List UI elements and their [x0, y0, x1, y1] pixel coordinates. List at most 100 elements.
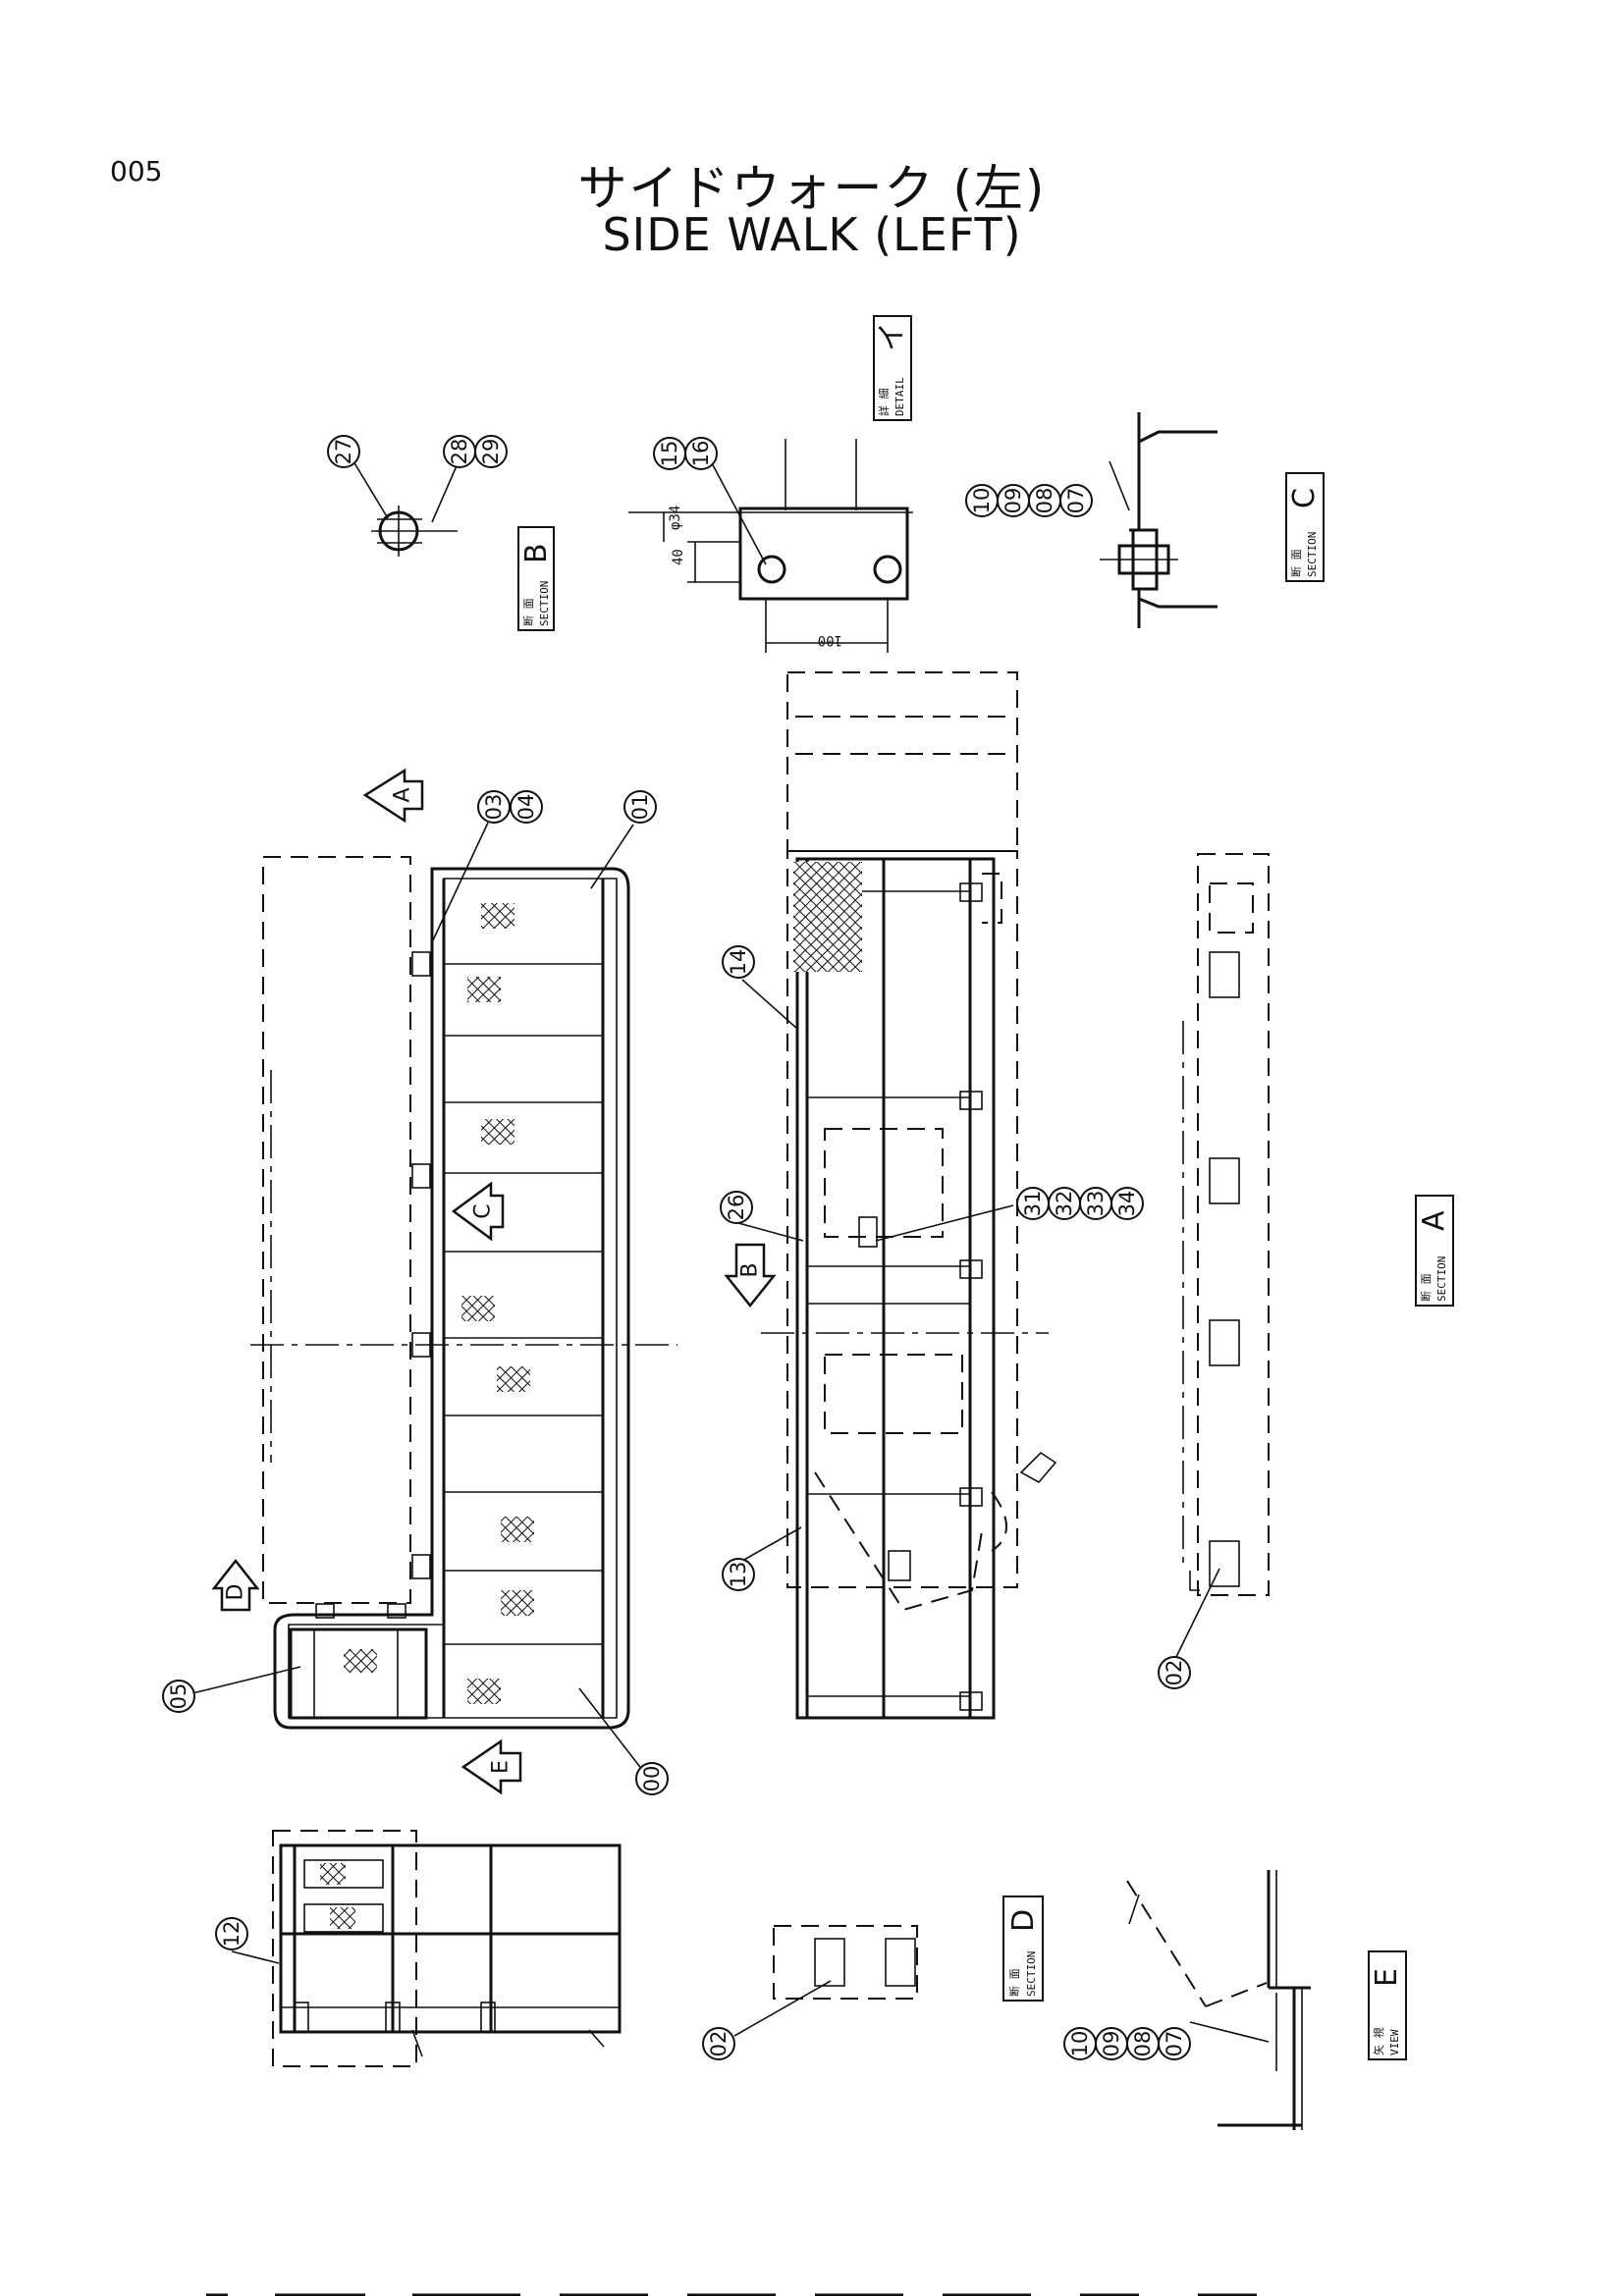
svg-text:33: 33 [1084, 1191, 1108, 1217]
svg-text:26: 26 [725, 1195, 748, 1221]
svg-text:B: B [738, 1262, 763, 1277]
page-number: 005 [110, 155, 163, 187]
svg-text:14: 14 [727, 949, 750, 976]
balloon-10-section-c: 10 [965, 484, 999, 517]
dimension-40: 40 [671, 549, 686, 565]
svg-text:A: A [391, 787, 415, 802]
balloon-31: 31 [1016, 1187, 1050, 1220]
balloon-33: 33 [1079, 1187, 1112, 1220]
section-b-view [352, 460, 460, 557]
dimension-100: 100 [818, 632, 842, 648]
section-a-strip-view [1182, 853, 1270, 1596]
view-arrow-a: A [362, 768, 424, 824]
svg-text:01: 01 [628, 794, 652, 821]
svg-text:31: 31 [1021, 1191, 1045, 1217]
svg-text:D: D [224, 1584, 248, 1601]
label-section-b: 断 面 SECTION B [517, 526, 555, 631]
section-d-view [773, 1925, 918, 2000]
balloon-34: 34 [1110, 1187, 1144, 1220]
svg-text:矢 視: 矢 視 [1372, 2027, 1385, 2056]
svg-text:SECTION: SECTION [538, 581, 551, 626]
label-section-d: 断 面 SECTION D [1002, 1896, 1044, 2002]
svg-text:断 面: 断 面 [521, 598, 535, 626]
label-section-a: 断 面 SECTION A [1415, 1195, 1454, 1307]
view-arrow-c: C [451, 1181, 505, 1242]
svg-text:13: 13 [727, 1562, 750, 1588]
balloon-02-section-a: 02 [1158, 1656, 1191, 1689]
balloon-09-view-e: 09 [1095, 2027, 1128, 2060]
svg-text:02: 02 [1163, 1660, 1186, 1686]
view-arrow-d: D [211, 1558, 260, 1612]
section-c-view [1100, 412, 1218, 628]
dimension-phi34: φ34 [668, 506, 683, 530]
balloon-07-section-c: 07 [1059, 484, 1093, 517]
svg-text:08: 08 [1131, 2031, 1155, 2057]
svg-text:C: C [471, 1203, 496, 1218]
balloon-08-section-c: 08 [1028, 484, 1061, 517]
svg-text:SECTION: SECTION [1435, 1256, 1448, 1302]
svg-text:E: E [489, 1760, 514, 1774]
balloon-14: 14 [722, 945, 755, 979]
svg-text:15: 15 [658, 441, 681, 467]
balloon-12: 12 [215, 1917, 248, 1950]
svg-text:E: E [1370, 1968, 1404, 1987]
view-arrow-e: E [460, 1738, 522, 1795]
balloon-leaders [191, 822, 1270, 2043]
svg-text:C: C [1287, 488, 1322, 508]
svg-text:断 面: 断 面 [1419, 1273, 1433, 1302]
label-detail-i: 詳 細 DETAIL イ [873, 315, 912, 421]
svg-text:34: 34 [1115, 1191, 1139, 1217]
bottom-left-detail-view [272, 1830, 622, 2067]
balloon-29: 29 [474, 435, 508, 468]
balloon-28: 28 [443, 435, 476, 468]
svg-text:05: 05 [167, 1683, 190, 1710]
label-view-e: 矢 視 VIEW E [1368, 1950, 1407, 2060]
plan-view [250, 856, 677, 1730]
svg-text:10: 10 [970, 488, 994, 514]
balloon-16: 16 [684, 437, 718, 470]
view-e-view [1126, 1870, 1311, 2130]
svg-text:32: 32 [1053, 1191, 1076, 1217]
balloon-00: 00 [635, 1762, 669, 1795]
balloon-02-section-d: 02 [702, 2027, 735, 2060]
svg-text:07: 07 [1064, 488, 1088, 514]
view-arrow-b: B [724, 1243, 777, 1308]
balloon-03: 03 [477, 790, 511, 824]
balloon-05: 05 [162, 1680, 195, 1713]
svg-text:03: 03 [482, 794, 506, 821]
balloon-01: 01 [623, 790, 657, 824]
svg-text:A: A [1417, 1210, 1451, 1231]
detail-i-view [628, 439, 913, 653]
svg-text:16: 16 [689, 441, 713, 467]
title-japanese: サイドウォーク (左) [577, 160, 1047, 217]
balloon-09-section-c: 09 [997, 484, 1030, 517]
svg-text:D: D [1006, 1909, 1041, 1932]
svg-text:28: 28 [448, 439, 471, 465]
svg-text:07: 07 [1163, 2031, 1186, 2057]
svg-text:断 面: 断 面 [1289, 549, 1303, 577]
svg-text:27: 27 [332, 439, 355, 465]
svg-text:イ: イ [875, 322, 909, 351]
title-english: SIDE WALK (LEFT) [602, 208, 1022, 261]
balloon-07-view-e: 07 [1158, 2027, 1191, 2060]
balloon-27: 27 [327, 435, 360, 468]
svg-text:詳 細: 詳 細 [877, 388, 891, 416]
svg-text:29: 29 [479, 439, 503, 465]
svg-text:02: 02 [707, 2031, 731, 2057]
balloon-15: 15 [653, 437, 686, 470]
balloon-08-view-e: 08 [1126, 2027, 1160, 2060]
svg-text:00: 00 [640, 1766, 664, 1792]
svg-text:B: B [519, 543, 554, 563]
balloon-32: 32 [1048, 1187, 1081, 1220]
svg-text:DETAIL: DETAIL [893, 377, 906, 416]
label-section-c: 断 面 SECTION C [1285, 472, 1325, 582]
balloon-26: 26 [720, 1191, 753, 1224]
balloon-13: 13 [722, 1558, 755, 1591]
svg-text:12: 12 [220, 1921, 244, 1948]
svg-text:SECTION: SECTION [1025, 1951, 1038, 1997]
svg-text:09: 09 [1001, 488, 1025, 514]
svg-text:09: 09 [1100, 2031, 1123, 2057]
svg-text:VIEW: VIEW [1388, 2029, 1401, 2056]
balloon-10-view-e: 10 [1063, 2027, 1097, 2060]
